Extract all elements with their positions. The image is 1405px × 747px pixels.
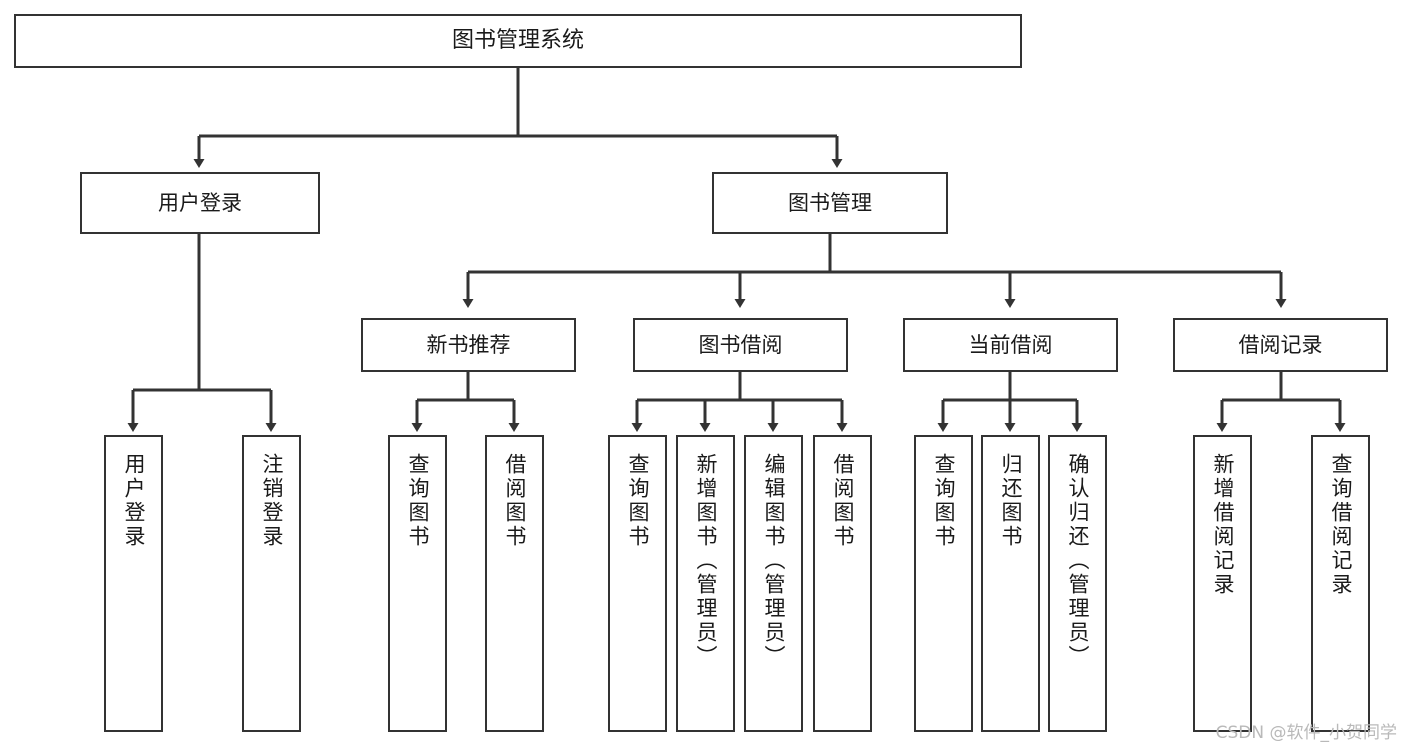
node-leaf-confirm-return-admin[interactable]: 确认归还（管理员） — [1048, 435, 1107, 732]
node-leaf-query-book-current[interactable]: 查询图书 — [914, 435, 973, 732]
csdn-watermark: CSDN @软件_小贺同学 — [1215, 723, 1397, 743]
node-label: 图书管理 — [788, 190, 872, 215]
node-label: 借阅图书 — [503, 453, 527, 549]
node-label: 借阅图书 — [831, 453, 855, 549]
node-label: 编辑图书（管理员） — [762, 453, 786, 669]
node-leaf-query-borrow-record[interactable]: 查询借阅记录 — [1311, 435, 1370, 732]
node-borrow-record[interactable]: 借阅记录 — [1173, 318, 1388, 372]
node-leaf-add-book-admin[interactable]: 新增图书（管理员） — [676, 435, 735, 732]
node-label: 归还图书 — [999, 453, 1023, 549]
node-label: 确认归还（管理员） — [1066, 453, 1090, 669]
node-leaf-borrow-book-recommend[interactable]: 借阅图书 — [485, 435, 544, 732]
node-leaf-query-book-borrow[interactable]: 查询图书 — [608, 435, 667, 732]
node-label: 用户登录 — [122, 453, 146, 549]
node-root-book-management-system[interactable]: 图书管理系统 — [14, 14, 1022, 68]
node-leaf-edit-book-admin[interactable]: 编辑图书（管理员） — [744, 435, 803, 732]
node-leaf-borrow-book[interactable]: 借阅图书 — [813, 435, 872, 732]
node-book-borrow[interactable]: 图书借阅 — [633, 318, 848, 372]
node-leaf-logout-login[interactable]: 注销登录 — [242, 435, 301, 732]
node-leaf-user-login[interactable]: 用户登录 — [104, 435, 163, 732]
node-current-borrow[interactable]: 当前借阅 — [903, 318, 1118, 372]
node-leaf-query-book-recommend[interactable]: 查询图书 — [388, 435, 447, 732]
node-label: 用户登录 — [158, 190, 242, 215]
node-label: 当前借阅 — [968, 332, 1053, 357]
node-user-login[interactable]: 用户登录 — [80, 172, 320, 234]
node-label: 图书借阅 — [698, 332, 783, 357]
node-label: 查询图书 — [406, 453, 430, 549]
node-label: 新书推荐 — [426, 332, 511, 357]
node-leaf-add-borrow-record[interactable]: 新增借阅记录 — [1193, 435, 1252, 732]
node-label: 新增借阅记录 — [1211, 453, 1235, 597]
node-label: 查询图书 — [626, 453, 650, 549]
node-label: 注销登录 — [260, 453, 284, 549]
node-label: 图书管理系统 — [451, 28, 584, 54]
node-label: 借阅记录 — [1238, 332, 1323, 357]
node-label: 查询借阅记录 — [1329, 453, 1353, 597]
node-leaf-return-book[interactable]: 归还图书 — [981, 435, 1040, 732]
node-book-management[interactable]: 图书管理 — [712, 172, 948, 234]
node-new-book-recommend[interactable]: 新书推荐 — [361, 318, 576, 372]
node-label: 查询图书 — [932, 453, 956, 549]
node-label: 新增图书（管理员） — [694, 453, 718, 669]
